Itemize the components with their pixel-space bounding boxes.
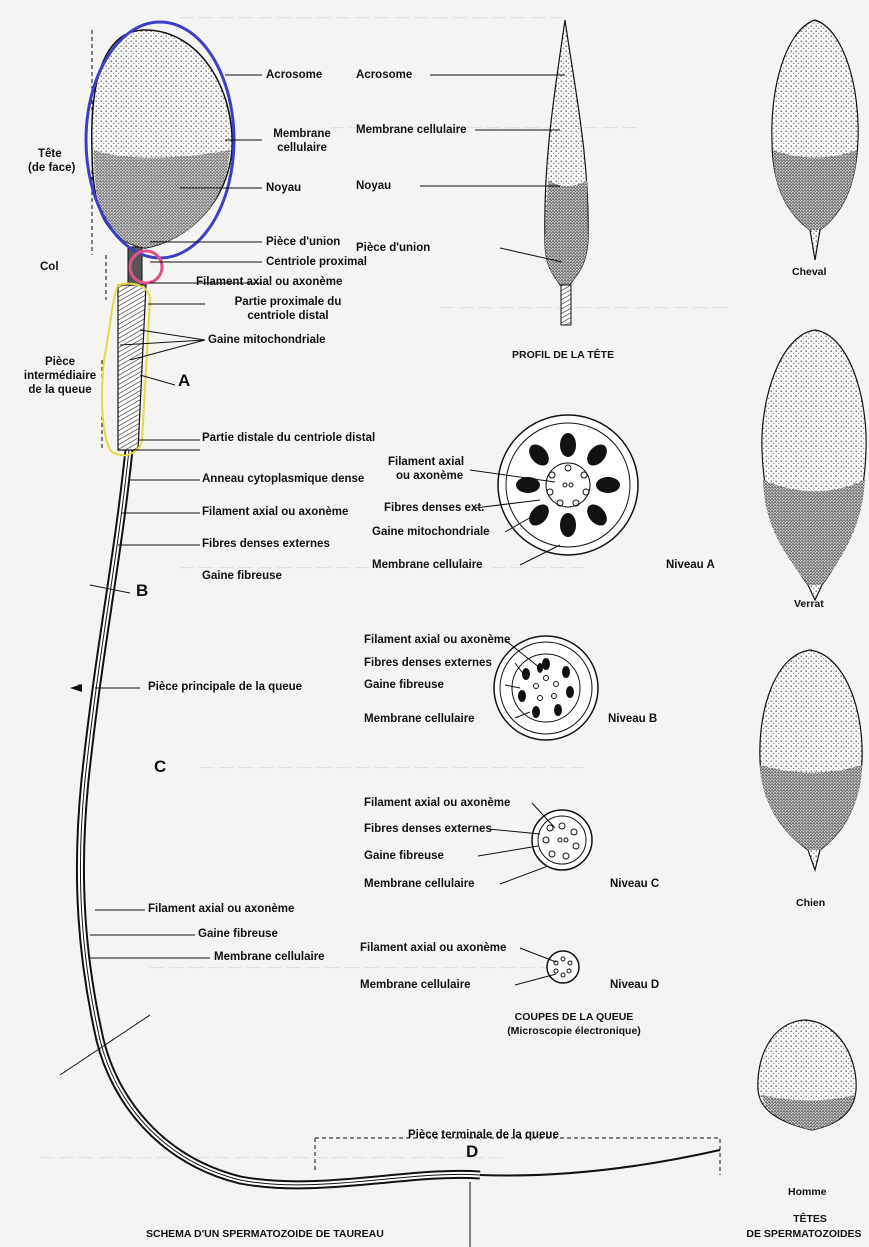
label-noyau: Noyau <box>266 182 301 195</box>
label-level-a: A <box>178 374 190 387</box>
label-gaine-fibreuse-2: Gaine fibreuse <box>198 928 278 941</box>
coupe-c-membrane: Membrane cellulaire <box>364 878 475 891</box>
coupe-c-gaine: Gaine fibreuse <box>364 850 444 863</box>
niveau-c: Niveau C <box>610 878 659 891</box>
coupe-a-fibres: Fibres denses ext. <box>384 502 484 515</box>
label-tete: Tête <box>38 148 62 161</box>
label-level-b: B <box>136 584 148 597</box>
coupe-a-filament-2: ou axonème <box>396 470 463 483</box>
label-membrane-cellulaire-3: Membrane cellulaire <box>214 951 325 964</box>
tete-verrat <box>762 330 866 600</box>
label-fibres-denses: Fibres denses externes <box>202 538 330 551</box>
tete-homme <box>758 1020 856 1130</box>
label-chien: Chien <box>796 897 825 910</box>
coupe-a-filament-1: Filament axial <box>388 456 464 469</box>
profil-piece-union: Pièce d'union <box>356 242 430 255</box>
profil-membrane: Membrane cellulaire <box>356 124 467 137</box>
label-piece-intermediaire-2: intermédiaire <box>12 370 108 383</box>
label-acrosome: Acrosome <box>266 69 322 82</box>
coupe-a-gaine: Gaine mitochondriale <box>372 526 490 539</box>
profil-noyau: Noyau <box>356 180 391 193</box>
label-col: Col <box>40 261 59 274</box>
coupe-d-membrane: Membrane cellulaire <box>360 979 471 992</box>
label-piece-principale: Pièce principale de la queue <box>148 681 302 694</box>
label-gaine-mitochondriale: Gaine mitochondriale <box>208 334 326 347</box>
coupes-title-2: (Microscopie électronique) <box>474 1025 674 1038</box>
coupes-title-1: COUPES DE LA QUEUE <box>484 1011 664 1024</box>
coupe-niveau-a <box>470 415 638 565</box>
label-gaine-fibreuse: Gaine fibreuse <box>202 570 282 583</box>
label-filament-axial-2: Filament axial ou axonème <box>202 506 348 519</box>
niveau-b: Niveau B <box>608 713 657 726</box>
coupe-niveau-d <box>515 948 579 985</box>
coupe-niveau-b <box>494 636 598 740</box>
tete-cheval <box>772 20 858 260</box>
coupe-c-fibres: Fibres denses externes <box>364 823 492 836</box>
label-anneau: Anneau cytoplasmique dense <box>202 473 364 486</box>
coupe-niveau-c <box>478 803 592 884</box>
label-homme: Homme <box>788 1186 827 1199</box>
label-piece-intermediaire-3: de la queue <box>12 384 108 397</box>
coupe-b-membrane: Membrane cellulaire <box>364 713 475 726</box>
label-level-c: C <box>154 760 166 773</box>
tail-terminal <box>480 1150 720 1176</box>
tail-principal <box>80 440 480 1185</box>
profil-acrosome: Acrosome <box>356 69 412 82</box>
label-piece-intermediaire-1: Pièce <box>20 356 100 369</box>
tetes-title-1: TÊTES <box>760 1213 860 1226</box>
coupe-c-filament: Filament axial ou axonème <box>364 797 510 810</box>
coupe-b-filament: Filament axial ou axonème <box>364 634 510 647</box>
coupe-b-gaine: Gaine fibreuse <box>364 679 444 692</box>
coupe-b-fibres: Fibres denses externes <box>364 657 492 670</box>
label-cheval: Cheval <box>792 266 826 279</box>
label-centriole-proximal: Centriole proximal <box>266 256 367 269</box>
schema-title: SCHEMA D'UN SPERMATOZOIDE DE TAUREAU <box>146 1228 384 1241</box>
label-tete-sub: (de face) <box>28 162 75 175</box>
label-partie-proximale-2: centriole distal <box>208 310 368 323</box>
coupe-d-filament: Filament axial ou axonème <box>360 942 506 955</box>
label-level-d: D <box>466 1145 478 1158</box>
tete-chien <box>760 650 862 870</box>
niveau-a: Niveau A <box>666 559 715 572</box>
label-membrane-2: cellulaire <box>262 142 342 155</box>
profil-title: PROFIL DE LA TÊTE <box>512 349 614 362</box>
tetes-title-2: DE SPERMATOZOIDES <box>740 1228 868 1241</box>
label-piece-terminale: Pièce terminale de la queue <box>408 1129 559 1142</box>
label-partie-distale: Partie distale du centriole distal <box>202 432 375 445</box>
niveau-d: Niveau D <box>610 979 659 992</box>
label-filament-axial-3: Filament axial ou axonème <box>148 903 294 916</box>
label-membrane-1: Membrane <box>262 128 342 141</box>
label-piece-union: Pièce d'union <box>266 236 340 249</box>
profil-tete-drawing <box>420 20 588 325</box>
midpiece <box>118 285 146 450</box>
label-verrat: Verrat <box>794 598 824 611</box>
coupe-a-membrane: Membrane cellulaire <box>372 559 483 572</box>
label-filament-axial: Filament axial ou axonème <box>196 276 342 289</box>
label-partie-proximale-1: Partie proximale du <box>208 296 368 309</box>
